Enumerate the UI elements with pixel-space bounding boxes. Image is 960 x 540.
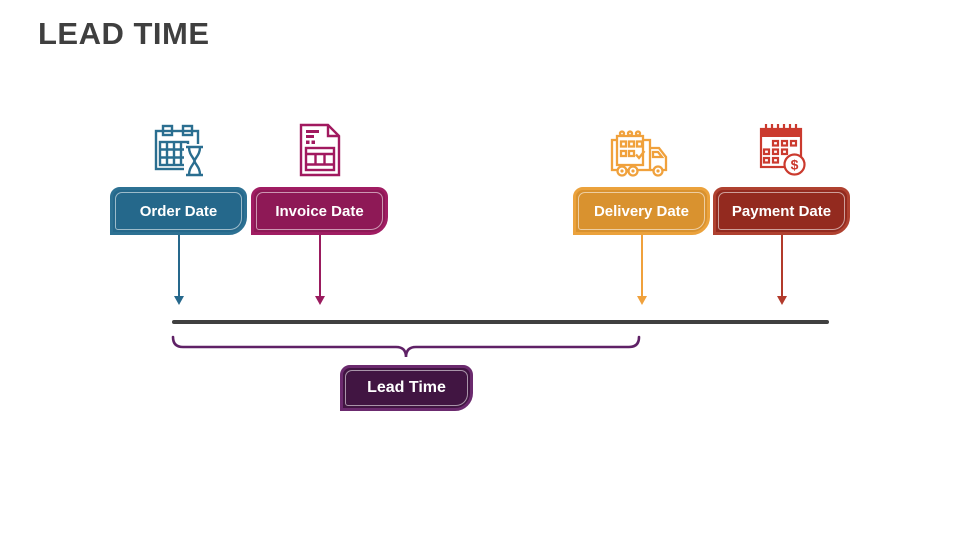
down-arrow: [636, 235, 647, 305]
milestone-delivery: Delivery Date: [573, 122, 710, 305]
down-arrow: [776, 235, 787, 305]
slide-title: LEAD TIME: [38, 16, 210, 51]
payment-date-label: Payment Date: [731, 202, 832, 220]
curly-brace: [171, 335, 641, 358]
down-arrow: [173, 235, 184, 305]
timeline-bar: [172, 320, 829, 324]
milestone-order: Order Date: [110, 122, 247, 305]
calendar-hourglass-icon: [151, 122, 207, 178]
invoice-document-icon: [298, 122, 342, 178]
lead-time-box[interactable]: Lead Time: [340, 365, 473, 411]
down-arrow: [314, 235, 325, 305]
order-date-label: Order Date: [139, 202, 218, 220]
calendar-dollar-icon: $: [756, 122, 808, 178]
delivery-truck-calendar-icon: [610, 122, 674, 178]
payment-date-box[interactable]: Payment Date: [713, 187, 850, 235]
invoice-date-box[interactable]: Invoice Date: [251, 187, 388, 235]
milestone-invoice: Invoice Date: [251, 122, 388, 305]
delivery-date-label: Delivery Date: [593, 202, 690, 220]
milestone-payment: $ Payment Date: [713, 122, 850, 305]
order-date-box[interactable]: Order Date: [110, 187, 247, 235]
lead-time-label: Lead Time: [367, 379, 446, 396]
delivery-date-box[interactable]: Delivery Date: [573, 187, 710, 235]
dollar-glyph: $: [790, 157, 798, 173]
invoice-date-label: Invoice Date: [275, 202, 364, 220]
